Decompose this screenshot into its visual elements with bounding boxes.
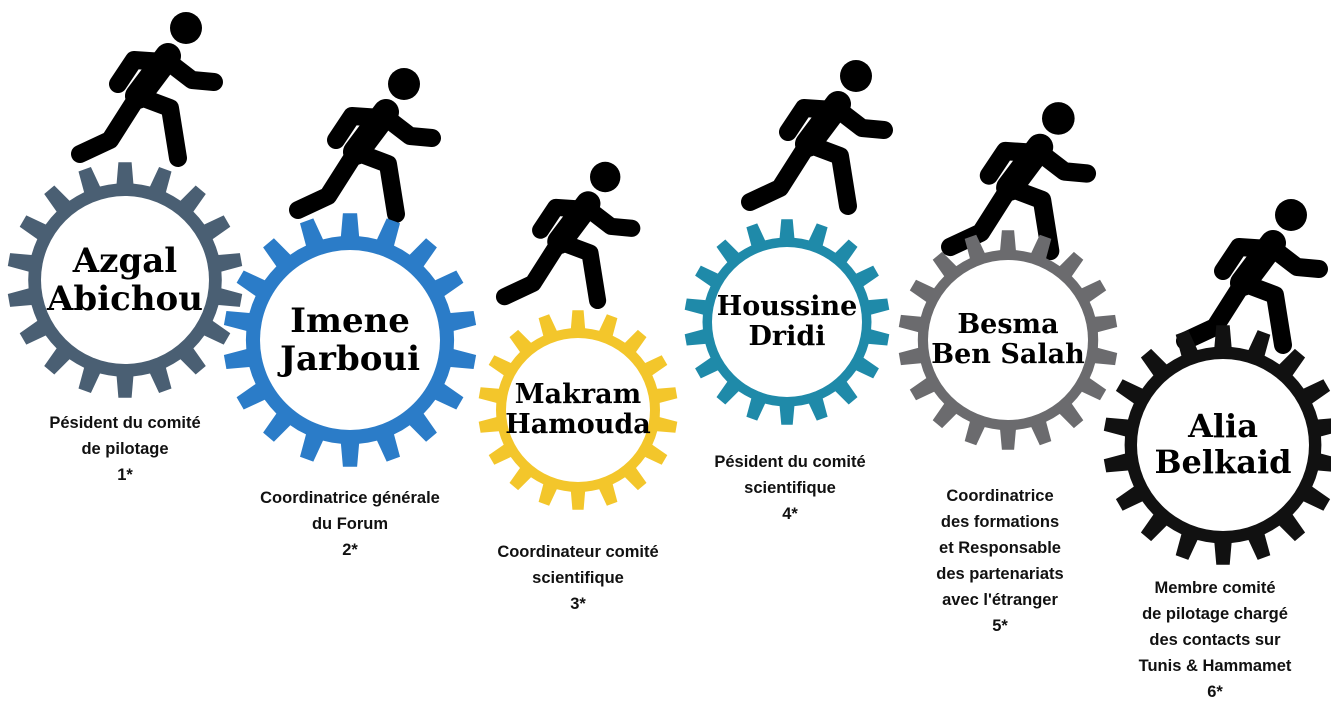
member-name-line: Abichou (47, 279, 203, 319)
member-role-line: scientifique (744, 479, 836, 497)
gear-icon (476, 308, 680, 512)
member-number: 6* (1207, 683, 1223, 701)
member-role: Pésident du comité de pilotage 1* (0, 410, 250, 488)
member-role-line: des partenariats (936, 565, 1064, 583)
member-number: 1* (117, 466, 133, 484)
member-role-line: de pilotage (81, 440, 169, 458)
member-role-line: des contacts sur (1149, 631, 1281, 649)
member-name-line: Hamouda (505, 409, 651, 440)
member-number: 2* (342, 541, 358, 559)
member-name-line: Azgal (72, 240, 178, 281)
member-name-line: Belkaid (1154, 443, 1292, 481)
member-role-line: Coordinatrice (946, 487, 1054, 505)
member-number: 4* (782, 505, 798, 523)
member-name-line: Besma (957, 308, 1059, 340)
member-role: Coordinateur comité scientifique 3* (468, 539, 688, 617)
gear-icon (221, 211, 479, 469)
gear-icon (896, 228, 1120, 452)
member-role-line: Coordinateur comité (497, 543, 659, 561)
running-person-icon (1175, 195, 1331, 400)
member-role: Coordinatrice générale du Forum 2* (225, 485, 475, 563)
member-role-line: avec l'étranger (942, 591, 1058, 609)
member-role: Pésident du comité scientifique 4* (685, 449, 895, 527)
member-name-line: Dridi (748, 321, 826, 352)
member-role-line: Pésident du comité (49, 414, 201, 432)
member-role-line: Coordinatrice générale (260, 489, 440, 507)
member-role-line: et Responsable (939, 539, 1061, 557)
member-role-line: scientifique (532, 569, 624, 587)
gear-icon (5, 160, 245, 400)
member-name-line: Jarboui (279, 339, 421, 379)
member-name-line: Houssine (716, 290, 858, 322)
running-person-icon (740, 56, 900, 261)
running-person-icon (288, 64, 448, 269)
member-role-line: du Forum (311, 515, 389, 533)
member-name-line: Imene (290, 300, 410, 341)
member-name-line: Ben Salah (931, 339, 1085, 370)
running-person-icon (495, 158, 647, 353)
running-person-icon (70, 8, 230, 213)
member-role-line: Tunis & Hammamet (1138, 657, 1292, 675)
member-role: Membre comité de pilotage chargé des conta… (1105, 575, 1325, 705)
member-role-line: Membre comité (1154, 579, 1276, 597)
member-role-line: des formations (940, 513, 1060, 531)
member-role-line: Pésident du comité (714, 453, 866, 471)
member-role: Coordinatrice des formations et Responsabl… (895, 483, 1105, 639)
member-number: 3* (570, 595, 586, 613)
member-role-line: de pilotage chargé (1142, 605, 1288, 623)
gear-icon (1101, 323, 1331, 567)
running-person-icon (940, 98, 1103, 307)
member-name-line: Makram (514, 378, 642, 410)
member-name-line: Alia (1188, 407, 1258, 446)
gear-icon (682, 217, 892, 427)
member-number: 5* (992, 617, 1008, 635)
